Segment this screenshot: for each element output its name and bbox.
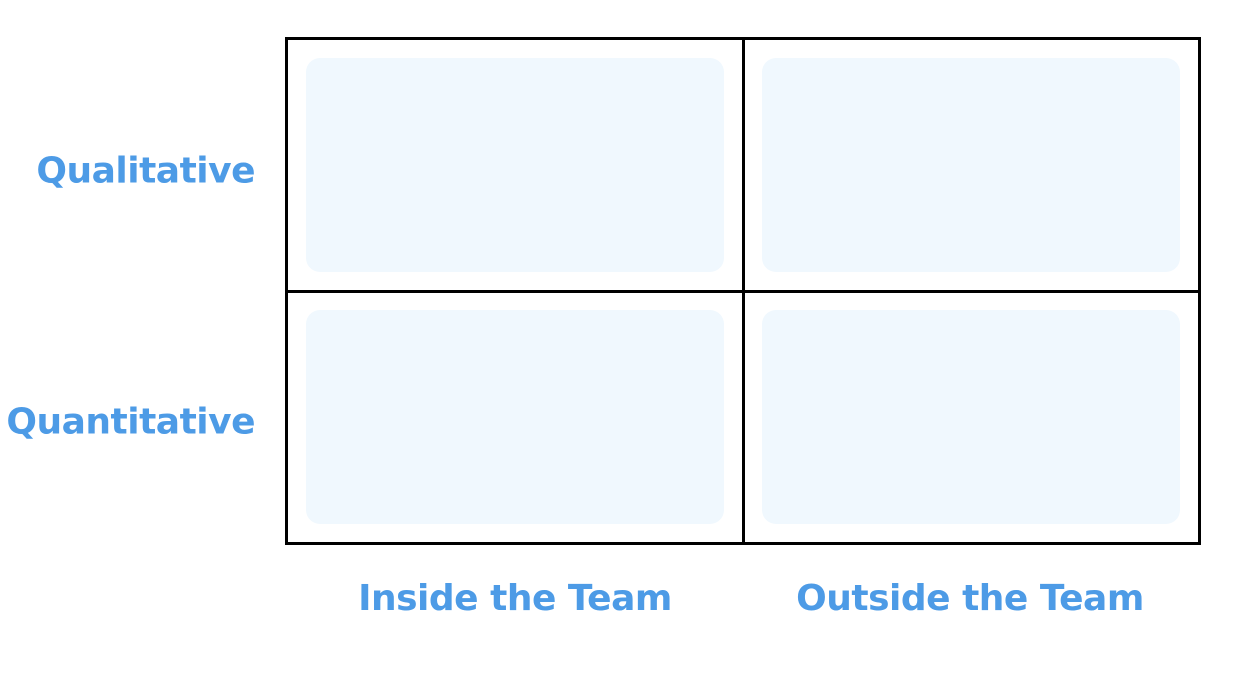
column-label-outside-team: Outside the Team <box>796 578 1144 619</box>
horizontal-divider <box>288 290 1198 293</box>
row-label-quantitative: Quantitative <box>6 401 255 443</box>
cell-quantitative-outside <box>762 310 1180 524</box>
row-label-qualitative: Qualitative <box>36 150 255 192</box>
cell-qualitative-outside <box>762 58 1180 272</box>
matrix-grid <box>285 37 1201 545</box>
column-label-inside-team: Inside the Team <box>358 578 672 619</box>
cell-quantitative-inside <box>306 310 724 524</box>
cell-qualitative-inside <box>306 58 724 272</box>
